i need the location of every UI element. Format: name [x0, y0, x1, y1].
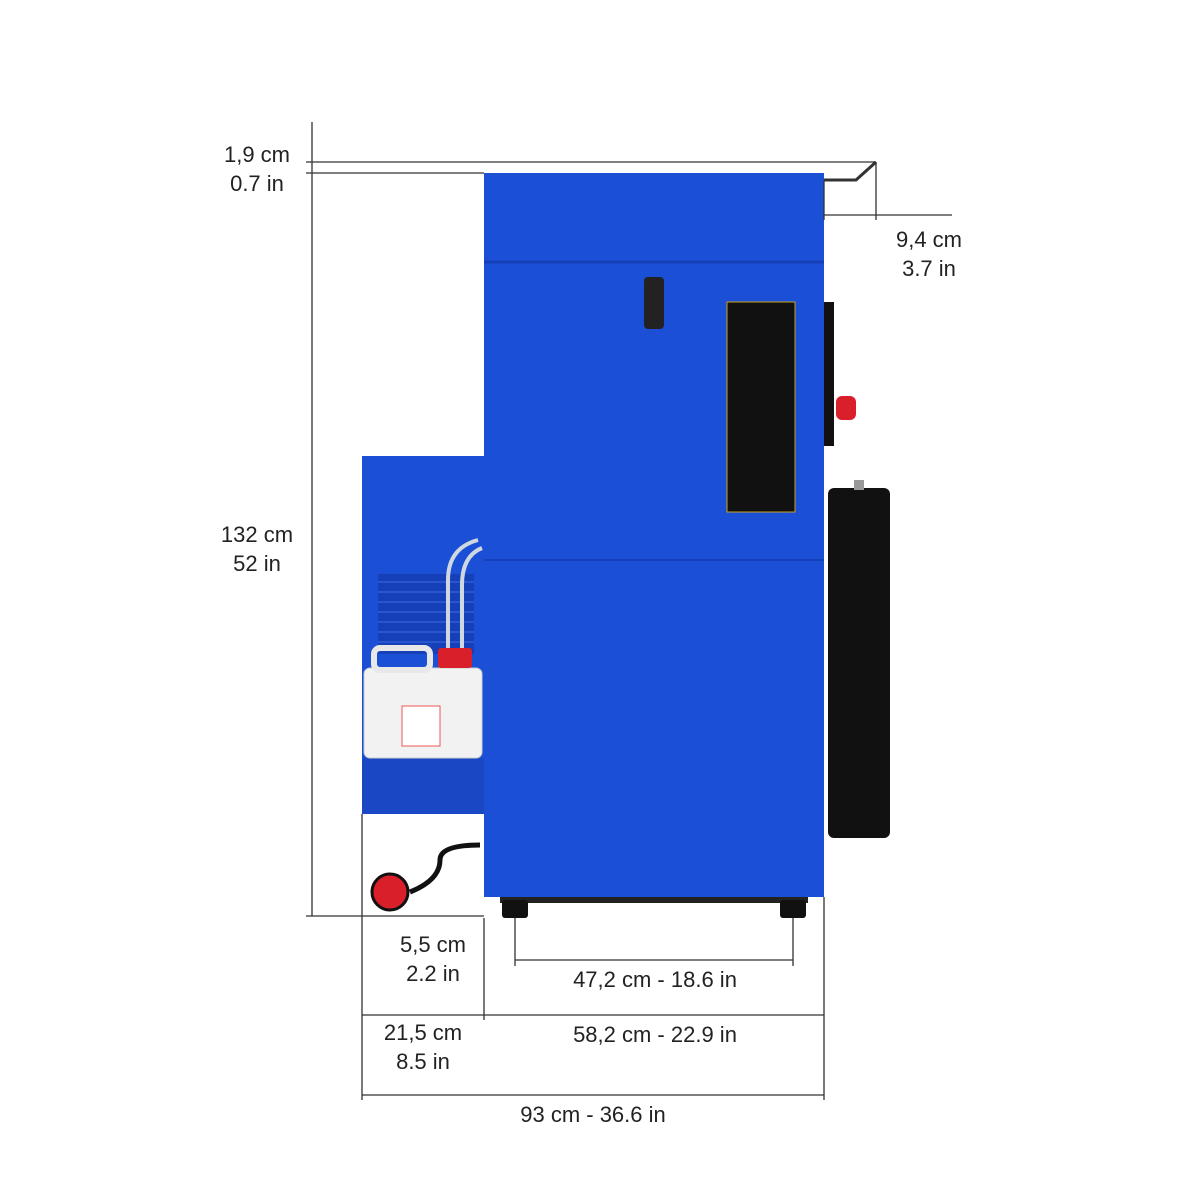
side-vent-grille	[378, 574, 474, 654]
side-unit-label: 21,5 cm 8.5 in	[378, 1018, 468, 1076]
filter-cylinder	[828, 488, 890, 838]
height-metric: 132 cm	[220, 522, 294, 547]
canister-label	[401, 705, 441, 747]
hoses	[446, 538, 483, 648]
filter-cap	[854, 480, 864, 490]
base	[500, 897, 808, 903]
canister-handle	[371, 645, 433, 673]
vent-slots	[378, 581, 474, 643]
handle-depth-imperial: 3.7 in	[902, 256, 956, 281]
emergency-stop-button	[836, 396, 856, 420]
height-label: 132 cm 52 in	[212, 520, 302, 578]
foot-span-label: 47,2 cm - 18.6 in	[573, 967, 737, 992]
height-imperial: 52 in	[233, 551, 281, 576]
total-width-label: 93 cm - 36.6 in	[520, 1102, 666, 1127]
tray	[362, 758, 484, 814]
foot-inset-metric: 5,5 cm	[399, 932, 467, 957]
foot-inset-label: 5,5 cm 2.2 in	[388, 930, 478, 988]
warning-label	[726, 301, 796, 513]
carry-handle	[824, 160, 878, 182]
door-latch	[644, 277, 664, 329]
dimension-lines	[306, 122, 952, 1100]
cabinet-width-label: 58,2 cm - 22.9 in	[573, 1022, 737, 1047]
foot-inset-imperial: 2.2 in	[406, 961, 460, 986]
side-unit-metric: 21,5 cm	[383, 1020, 463, 1045]
power-plug-icon	[370, 872, 410, 912]
handle-depth-metric: 9,4 cm	[895, 227, 963, 252]
control-panel	[824, 302, 834, 446]
canister-cap	[438, 648, 472, 668]
power-cable	[409, 842, 481, 895]
top-offset-metric: 1,9 cm	[223, 142, 291, 167]
top-offset-label: 1,9 cm 0.7 in	[212, 140, 302, 198]
foot-right	[780, 900, 806, 918]
top-offset-imperial: 0.7 in	[230, 171, 284, 196]
handle-depth-label: 9,4 cm 3.7 in	[884, 225, 974, 283]
side-unit-imperial: 8.5 in	[396, 1049, 450, 1074]
foot-left	[502, 900, 528, 918]
